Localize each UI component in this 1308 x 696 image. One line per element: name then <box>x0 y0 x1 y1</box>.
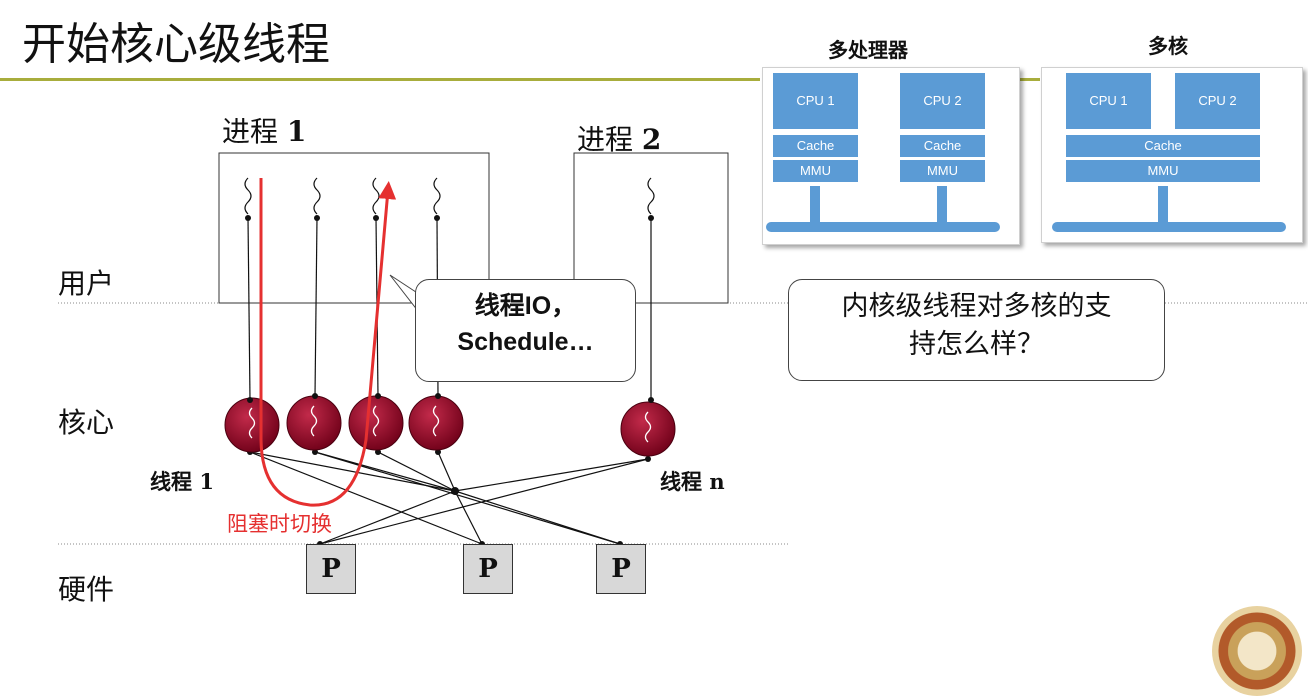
user-thread-squiggle <box>433 177 441 215</box>
switch-label: 阻塞时切换 <box>227 512 332 536</box>
user-thread-squiggle <box>244 177 252 215</box>
mc-cpu1: CPU 1 <box>1066 73 1151 129</box>
processor-box: P <box>463 544 513 594</box>
multiprocessor-title: 多处理器 <box>828 38 908 62</box>
question-line2: 持怎么样？ <box>909 329 1044 360</box>
processor-box: P <box>596 544 646 594</box>
callout-io-line1: 线程IO， <box>474 292 577 320</box>
mp-mmu1: MMU <box>773 160 858 182</box>
title-rule-segment <box>1020 78 1040 81</box>
mc-cpu2: CPU 2 <box>1175 73 1260 129</box>
university-logo <box>1212 606 1302 696</box>
mp-cache2: Cache <box>900 135 985 157</box>
kernel-thread-circle <box>286 395 342 451</box>
question-line1: 内核级线程对多核的支 <box>841 291 1112 322</box>
process-1-box <box>218 152 490 304</box>
page-title: 开始核心级线程 <box>22 19 330 70</box>
multiprocessor-panel: CPU 1 CPU 2 Cache Cache MMU MMU <box>762 67 1020 245</box>
process-2-label: 进程 2 <box>577 123 662 156</box>
kernel-threads <box>224 395 676 457</box>
kernel-thread-circle <box>348 395 404 451</box>
question-callout: 内核级线程对多核的支 持怎么样？ <box>788 279 1165 381</box>
callout-io-line2: Schedule… <box>457 328 594 356</box>
kernel-thread-circle <box>620 401 676 457</box>
callout-io: 线程IO， Schedule… <box>415 279 636 382</box>
mp-bus <box>766 222 1000 232</box>
mp-cpu1: CPU 1 <box>773 73 858 129</box>
kernel-thread-circle <box>224 397 280 453</box>
mc-mmu: MMU <box>1066 160 1260 182</box>
mc-cache: Cache <box>1066 135 1260 157</box>
scheduler-links <box>249 451 649 545</box>
mp-connector <box>810 186 820 222</box>
thread-1-label: 线程 1 <box>150 469 214 494</box>
layer-kernel-label: 核心 <box>58 406 115 439</box>
user-thread-squiggle <box>647 177 655 215</box>
mp-cpu2: CPU 2 <box>900 73 985 129</box>
mp-mmu2: MMU <box>900 160 985 182</box>
layer-user-label: 用户 <box>58 267 115 300</box>
layer-hardware-label: 硬件 <box>58 573 115 606</box>
processor-box: P <box>306 544 356 594</box>
mc-bus <box>1052 222 1286 232</box>
multicore-title: 多核 <box>1148 34 1188 58</box>
process-1-label: 进程 1 <box>222 115 307 148</box>
switch-arrow <box>259 178 397 507</box>
thread-diagram <box>58 152 1308 547</box>
scheduler-hub <box>451 487 459 495</box>
mp-connector <box>937 186 947 222</box>
user-thread-squiggle <box>372 177 380 215</box>
title-rule <box>0 78 760 81</box>
multicore-panel: CPU 1 CPU 2 Cache MMU <box>1041 67 1303 243</box>
mc-connector <box>1158 186 1168 222</box>
mp-cache1: Cache <box>773 135 858 157</box>
kernel-thread-circle <box>408 395 464 451</box>
user-thread-squiggle <box>313 177 321 215</box>
thread-n-label: 线程 n <box>660 469 725 494</box>
